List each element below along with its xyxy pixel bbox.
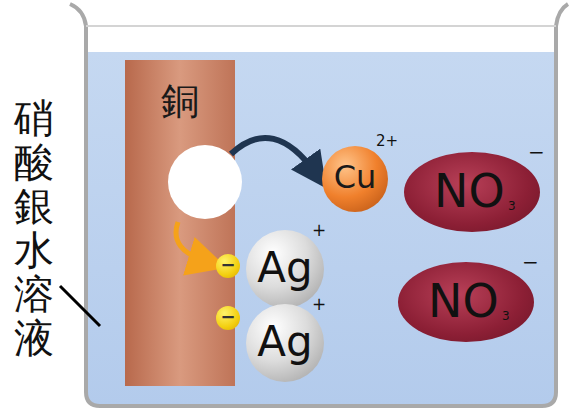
electron-arrow — [176, 222, 208, 262]
electron-charge: − — [216, 256, 240, 274]
electron-charge: − — [216, 308, 240, 326]
beaker-outline — [70, 4, 568, 406]
electrode-label: 銅 — [125, 82, 235, 120]
solution — [86, 52, 556, 406]
solution-label: 硝酸銀水溶液 — [14, 96, 54, 360]
copper-plate — [125, 60, 235, 386]
ion-symbol: Cu — [322, 161, 388, 193]
copper-ion: Cu2+ — [322, 146, 388, 212]
nitrate-ion: NO3− — [404, 152, 540, 232]
ion-charge: + — [312, 222, 326, 239]
ion-symbol: NO — [434, 168, 505, 214]
nitrate-ion: NO3− — [398, 262, 534, 342]
ion-charge: − — [522, 252, 539, 272]
ion-symbol: Ag — [246, 247, 324, 289]
copper-electrode: 銅 — [125, 60, 235, 386]
ion-subscript: 3 — [502, 310, 510, 322]
ion-charge: 2+ — [376, 134, 398, 149]
ion-subscript: 3 — [508, 200, 516, 212]
silver-ion: Ag+ — [246, 304, 324, 382]
ion-symbol: Ag — [246, 321, 324, 363]
electron: − — [216, 306, 240, 330]
dissolution-arrow — [231, 138, 316, 174]
ion-charge: − — [528, 142, 545, 162]
electron: − — [216, 254, 240, 278]
beaker-rim — [86, 25, 556, 27]
ion-symbol: NO — [428, 278, 499, 324]
vacancy-hole — [168, 145, 242, 219]
leader-line — [60, 286, 100, 326]
ion-charge: + — [312, 296, 326, 313]
